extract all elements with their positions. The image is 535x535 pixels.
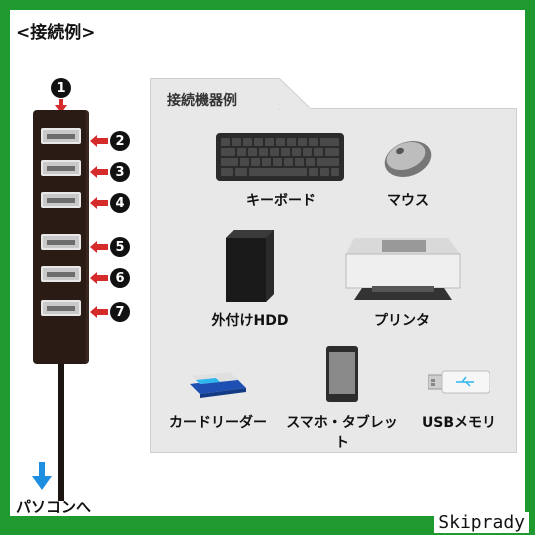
card-reader-icon <box>190 372 246 398</box>
arrow-down-icon <box>55 99 67 113</box>
pc-label: パソコンへ <box>16 498 92 516</box>
usb-memory-icon <box>428 370 490 394</box>
panel-tab-slant <box>279 78 311 109</box>
panel-tab <box>150 78 280 110</box>
smartphone-icon <box>326 346 358 402</box>
hdd-icon <box>226 230 274 302</box>
arrow-left-icon <box>90 197 108 209</box>
keyboard-icon <box>216 133 344 181</box>
usb-port <box>41 234 81 250</box>
port-badge-6: 6 <box>110 268 130 288</box>
label-mouse: マウス <box>387 193 429 209</box>
port-badge-5: 5 <box>110 237 130 257</box>
label-printer: プリンタ <box>374 313 430 329</box>
watermark: Skiprady <box>434 512 529 533</box>
port-badge-2: 2 <box>110 131 130 151</box>
usb-cable <box>58 364 64 501</box>
port-badge-1: 1 <box>51 78 71 98</box>
arrow-left-icon <box>90 135 108 147</box>
usb-port <box>41 160 81 176</box>
arrow-left-icon <box>90 166 108 178</box>
diagram-title: <接続例> <box>16 23 96 43</box>
usb-port <box>41 128 81 144</box>
label-smartphone: スマホ・タブレット <box>286 415 398 451</box>
printer-icon <box>345 238 461 300</box>
mouse-icon <box>384 141 432 177</box>
usb-port <box>41 266 81 282</box>
arrow-left-icon <box>90 306 108 318</box>
port-badge-7: 7 <box>110 302 130 322</box>
port-badge-3: 3 <box>110 162 130 182</box>
label-usb-memory: USBメモリ <box>421 415 497 431</box>
arrow-left-icon <box>90 272 108 284</box>
usb-port <box>41 192 81 208</box>
usb-port <box>41 300 81 316</box>
usb-hub <box>33 110 89 364</box>
port-badge-4: 4 <box>110 193 130 213</box>
arrow-down-blue-icon <box>32 462 52 490</box>
panel-title: 接続機器例 <box>167 93 237 109</box>
arrow-left-icon <box>90 241 108 253</box>
label-card-reader: カードリーダー <box>169 415 267 431</box>
label-hdd: 外付けHDD <box>211 313 289 329</box>
label-keyboard: キーボード <box>246 193 316 209</box>
